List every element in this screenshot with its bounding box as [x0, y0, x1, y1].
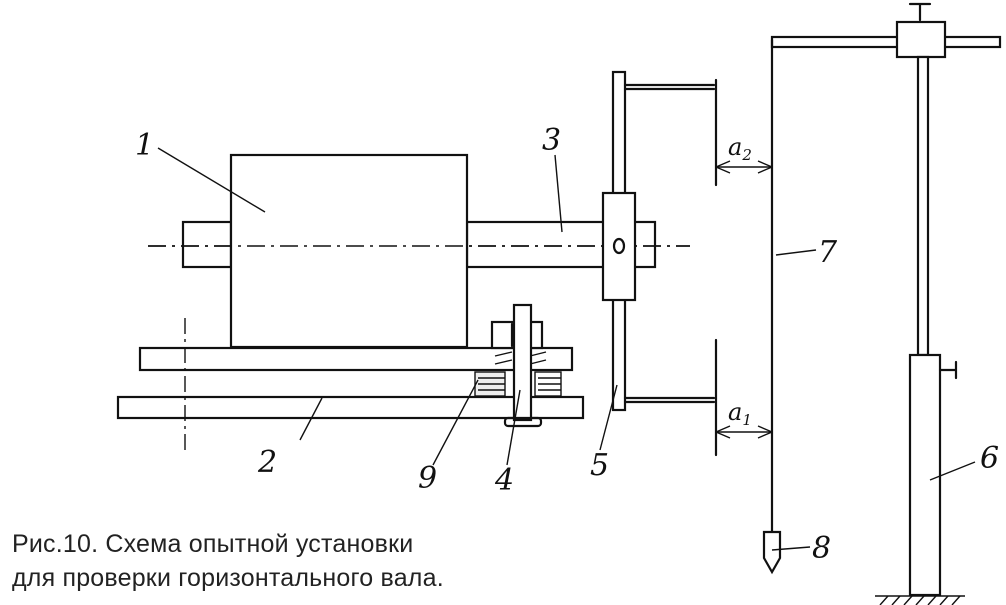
- bolt-head: [503, 416, 543, 428]
- label-rod: 7: [818, 235, 838, 270]
- label-weight: 8: [812, 531, 831, 566]
- label-stand: 6: [980, 441, 999, 476]
- label-disk: 5: [590, 448, 609, 483]
- stand-base-tube: [908, 353, 942, 597]
- dimension-a2: [715, 160, 773, 174]
- dimension-a1: [715, 425, 773, 439]
- shaft-left-stub: [181, 220, 233, 269]
- label-a2: a2: [728, 133, 752, 164]
- ground-hatching: [875, 595, 965, 605]
- label-base: 2: [257, 445, 277, 480]
- clamp-screw: [908, 2, 932, 22]
- top-bar: [770, 35, 1002, 49]
- spring-right: [534, 371, 562, 397]
- plumb-weight: [762, 530, 782, 575]
- label-shaft: 3: [542, 123, 561, 158]
- spring-left: [474, 371, 506, 397]
- stand-column: [916, 55, 930, 357]
- base-plate: [116, 395, 585, 420]
- leader-lines: [157, 147, 976, 551]
- caption-line-2: для проверки горизонтального вала.: [12, 564, 444, 592]
- label-spring: 9: [418, 461, 437, 496]
- caption-line-1: Рис.10. Схема опытной установки: [12, 530, 414, 558]
- label-motor: 1: [135, 128, 154, 163]
- hub-pin: [612, 237, 626, 255]
- stand-lock-screw: [938, 360, 958, 380]
- clamp-block: [895, 20, 947, 59]
- label-a1: a1: [728, 398, 752, 429]
- bolt: [512, 303, 533, 422]
- disk-hub: [601, 191, 637, 302]
- label-bolt: 4: [494, 463, 514, 498]
- upper-plate: [138, 346, 574, 372]
- motor-body: [229, 153, 469, 349]
